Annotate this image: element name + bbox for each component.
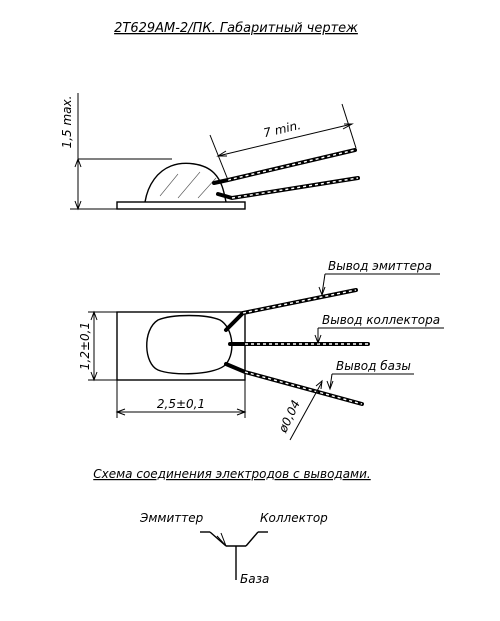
emitter-lead-label: Вывод эмиттера [328,259,432,273]
side-view-lead-bottom [216,176,360,201]
collector-terminal-label: Коллектор [260,511,328,525]
side-view: 1,5 max. 7 min. [60,93,360,211]
top-view-chip [146,314,233,375]
side-view-substrate [116,201,246,210]
drawing-title: 2Т629АМ-2/ПК. Габаритный чертеж [114,21,358,36]
height-dimension-label: 1,5 max. [60,96,74,149]
base-lead-label: Вывод базы [336,359,411,373]
base-terminal-label: База [240,572,269,586]
length-dimension-label: 2,5±0,1 [157,397,205,411]
lead-length-dimension-line [217,123,353,157]
width-dimension-label: 1,2±0,1 [78,322,92,370]
lead-diameter-label: ø0,04 [275,398,303,436]
side-view-chip-dome [144,162,227,203]
top-view: Вывод эмиттера Вывод коллектора Вывод ба… [78,259,444,441]
connection-schematic: Схема соединения электродов с выводами. … [93,467,370,586]
emitter-terminal-label: Эммиттер [139,511,204,525]
top-view-substrate [116,311,246,381]
collector-lead-label: Вывод коллектора [322,313,440,327]
schematic-caption: Схема соединения электродов с выводами. [93,467,370,481]
